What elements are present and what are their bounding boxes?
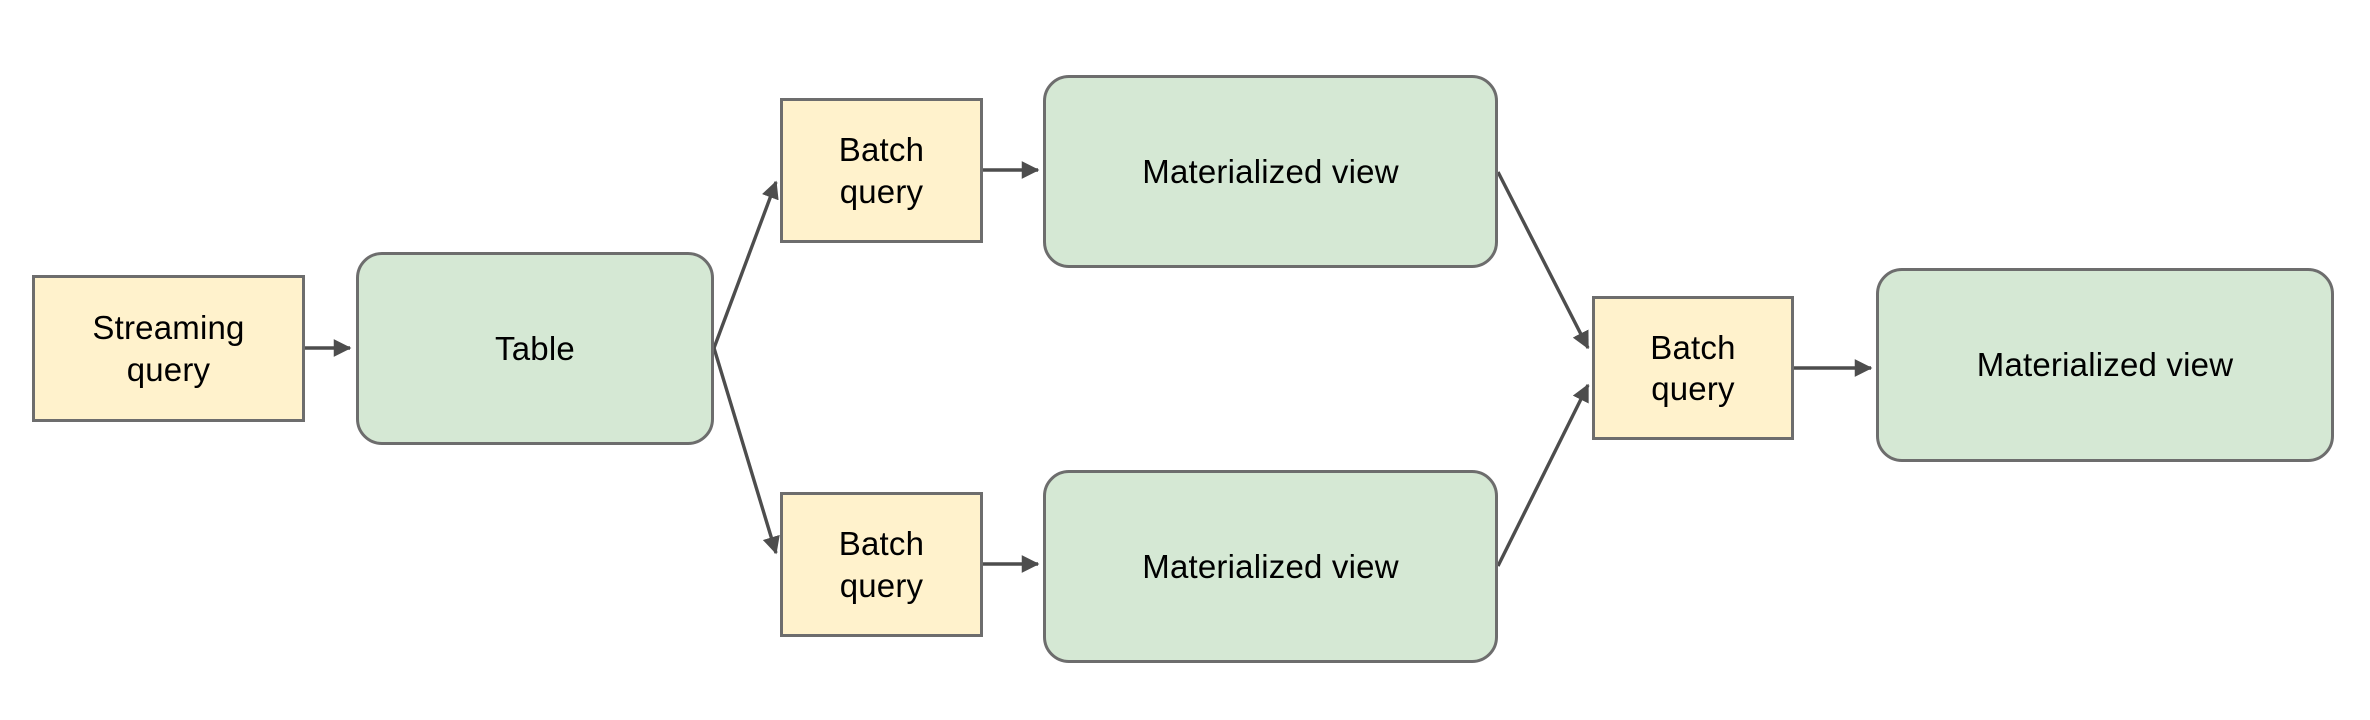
node-streaming-query[interactable]: Streaming query bbox=[32, 275, 305, 422]
edge-mv-top-to-batch-merge bbox=[1496, 171, 1590, 350]
edge-mv-bottom-to-batch-merge bbox=[1496, 383, 1590, 567]
edge-table-to-batch-bottom bbox=[712, 347, 780, 555]
node-label-batch-query-bottom: Batch query bbox=[838, 525, 925, 604]
node-batch-query-top[interactable]: Batch query bbox=[780, 98, 983, 243]
node-label-batch-query-top: Batch query bbox=[838, 131, 925, 210]
node-materialized-view-bottom[interactable]: Materialized view bbox=[1043, 470, 1498, 663]
node-label-streaming-query: Streaming query bbox=[92, 309, 245, 388]
node-label-materialized-view-top: Materialized view bbox=[1142, 152, 1399, 190]
node-materialized-view-final[interactable]: Materialized view bbox=[1876, 268, 2334, 462]
node-batch-query-merge[interactable]: Batch query bbox=[1592, 296, 1794, 440]
node-label-table: Table bbox=[495, 329, 575, 367]
node-label-materialized-view-final: Materialized view bbox=[1976, 346, 2234, 384]
edge-table-to-batch-top bbox=[712, 180, 779, 349]
node-label-materialized-view-bottom: Materialized view bbox=[1142, 547, 1399, 585]
node-batch-query-bottom[interactable]: Batch query bbox=[780, 492, 983, 637]
node-table[interactable]: Table bbox=[356, 252, 714, 445]
node-label-batch-query-merge: Batch query bbox=[1650, 328, 1736, 407]
node-materialized-view-top[interactable]: Materialized view bbox=[1043, 75, 1498, 268]
